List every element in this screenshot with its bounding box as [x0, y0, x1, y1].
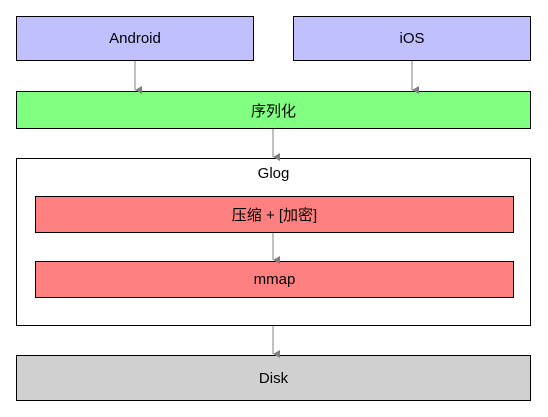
mmap-node: mmap	[35, 261, 514, 298]
android-node: Android	[16, 16, 254, 61]
mmap-label: mmap	[253, 271, 296, 288]
disk-node: Disk	[16, 355, 531, 401]
compress-encrypt-label: 压缩 + [加密]	[231, 207, 318, 224]
serialize-node: 序列化	[16, 91, 531, 129]
serialize-label: 序列化	[250, 102, 296, 120]
disk-label: Disk	[258, 369, 289, 387]
glog-container: Glog	[16, 158, 531, 326]
compress-encrypt-node: 压缩 + [加密]	[35, 196, 514, 233]
ios-label: iOS	[399, 30, 425, 47]
ios-node: iOS	[293, 16, 531, 61]
glog-label: Glog	[257, 165, 290, 182]
android-label: Android	[109, 30, 161, 47]
